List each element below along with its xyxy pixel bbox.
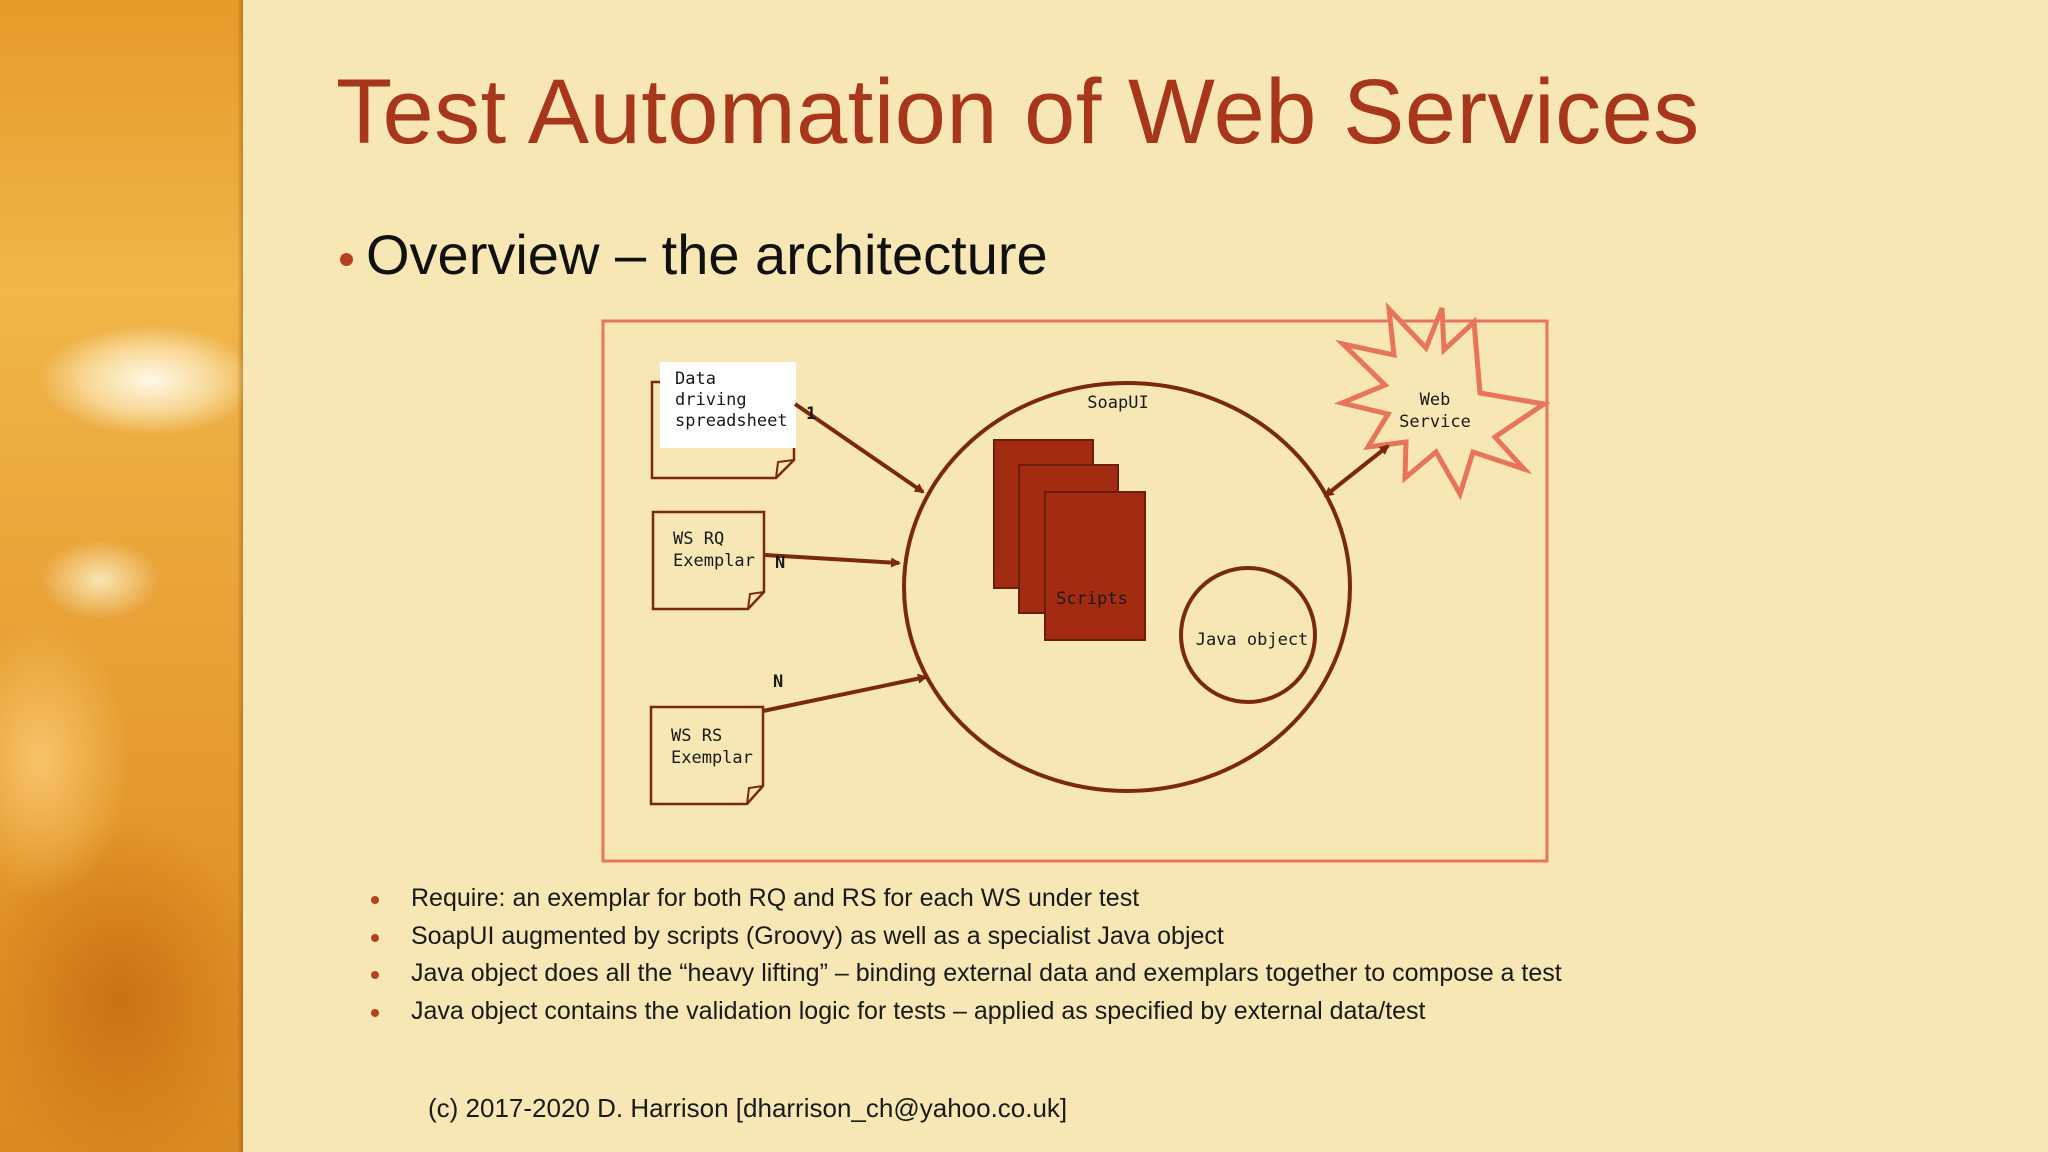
arrow-soapui-web-service (1323, 444, 1390, 497)
spreadsheet-label-line-3: spreadsheet (675, 411, 788, 431)
spreadsheet-label-line-2: driving (675, 390, 747, 410)
notes-list: Require: an exemplar for both RQ and RS … (371, 880, 1562, 1031)
spreadsheet-label-line-1: Data (675, 369, 716, 389)
ws-rq-label-line-2: Exemplar (673, 551, 755, 571)
slide-title: Test Automation of Web Services (336, 61, 1700, 163)
note-item: Java object does all the “heavy lifting”… (371, 955, 1562, 993)
arrow-rs-to-soapui (762, 673, 928, 713)
main-bullet: Overview – the architecture (340, 222, 1048, 287)
footer-copyright: (c) 2017-2020 D. Harrison [dharrison_ch@… (428, 1093, 1068, 1123)
multiplicity-rq: N (775, 553, 785, 573)
scripts-label: Scripts (1056, 589, 1128, 609)
ws-rs-label-line-2: Exemplar (671, 748, 753, 768)
main-bullet-text: Overview – the architecture (366, 223, 1048, 286)
note-item: Java object contains the validation logi… (371, 993, 1562, 1031)
ws-rs-label-line-1: WS RS (671, 726, 722, 746)
multiplicity-spreadsheet: 1 (806, 404, 816, 424)
arrow-rq-to-soapui (764, 553, 901, 568)
web-service-label-line-2: Service (1399, 412, 1471, 432)
diagram-frame (601, 319, 1549, 863)
spreadsheet-document: Data driving spreadsheet (650, 362, 796, 480)
arrow-spreadsheet-to-soapui (793, 402, 925, 494)
bullet-dot (340, 253, 353, 266)
soapui-ellipse (902, 381, 1352, 793)
note-item: Require: an exemplar for both RQ and RS … (371, 880, 1562, 918)
script-page-front (1044, 491, 1146, 641)
java-object-label: Java object (1196, 630, 1309, 650)
ws-rs-exemplar-document: WS RS Exemplar (649, 705, 765, 806)
multiplicity-rs: N (773, 672, 783, 692)
spreadsheet-label-box (660, 362, 796, 448)
web-service-label-line-1: Web (1420, 390, 1451, 410)
note-item: SoapUI augmented by scripts (Groovy) as … (371, 918, 1562, 956)
ws-rq-exemplar-document: WS RQ Exemplar (651, 510, 766, 611)
decorative-lightbulb-strip (0, 0, 243, 1152)
ws-rq-label-line-1: WS RQ (673, 529, 724, 549)
soapui-label: SoapUI (1087, 393, 1148, 413)
java-object-circle (1179, 566, 1317, 704)
